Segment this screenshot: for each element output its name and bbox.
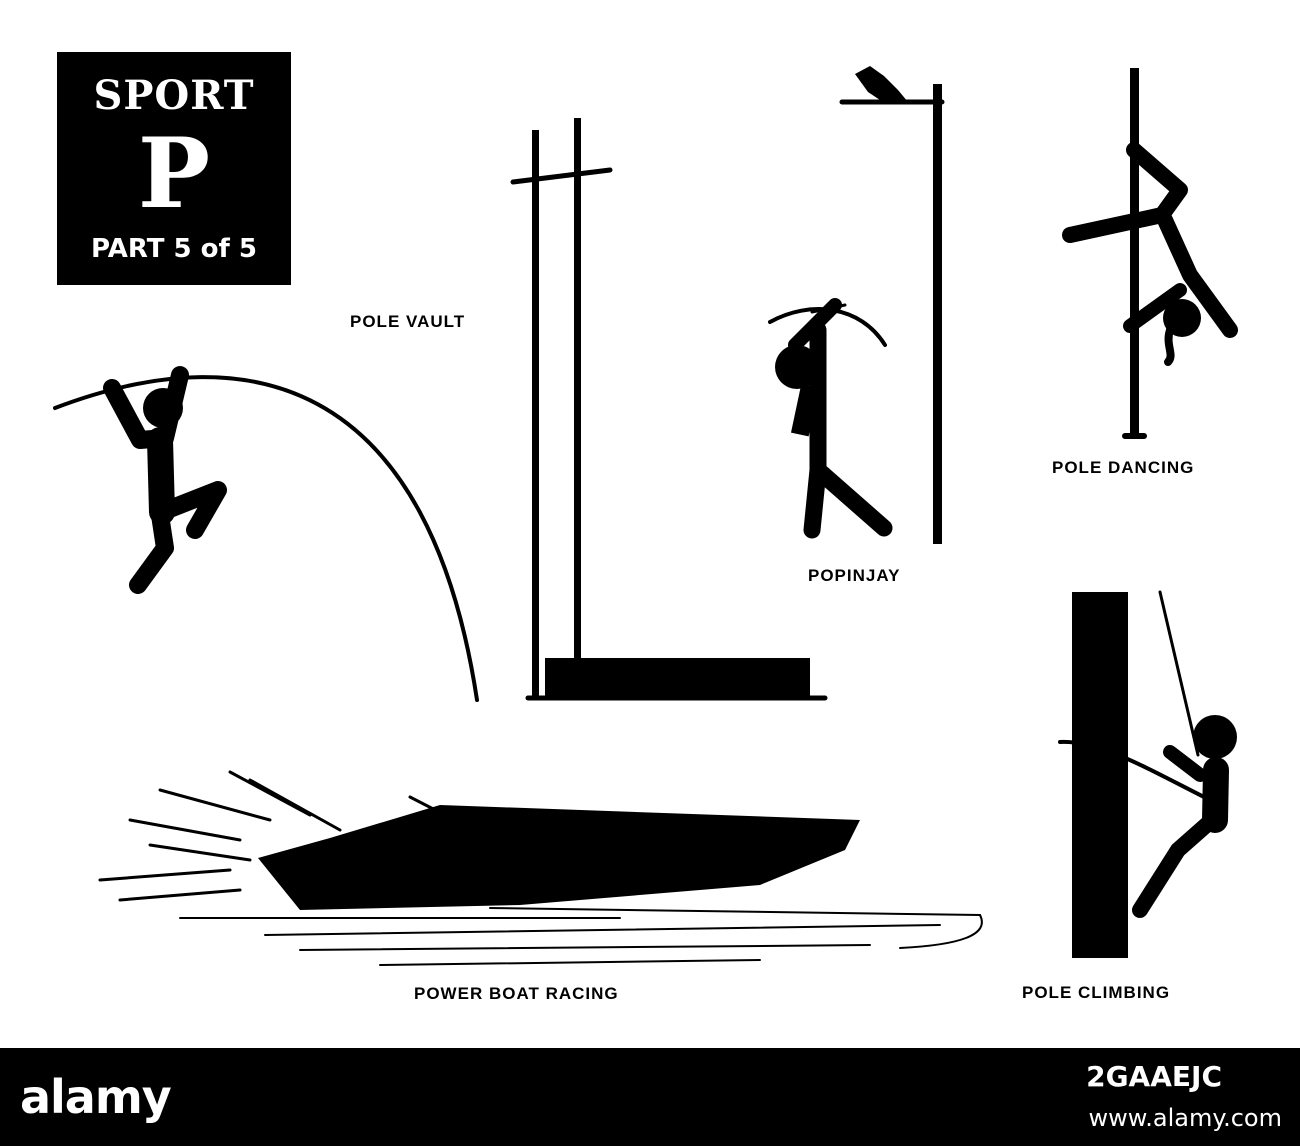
pole-vault-icon	[53, 118, 828, 702]
watermark-logo: alamy	[20, 1070, 172, 1124]
pole-climbing-icon	[1058, 590, 1237, 958]
label-popinjay: POPINJAY	[808, 566, 901, 585]
popinjay-icon	[768, 66, 945, 544]
title-badge: SPORT P PART 5 of 5	[57, 52, 291, 285]
watermark-image-id: 2GAAEJC	[1086, 1060, 1222, 1093]
power-boat-icon	[98, 770, 983, 966]
label-pole-dancing: POLE DANCING	[1052, 458, 1195, 477]
label-pole-climbing: POLE CLIMBING	[1022, 983, 1171, 1002]
label-pole-vault: POLE VAULT	[350, 312, 466, 331]
title-letter: P	[137, 117, 211, 230]
watermark-bar: alamy 2GAAEJC www.alamy.com	[0, 1048, 1300, 1146]
watermark-url[interactable]: www.alamy.com	[1088, 1104, 1282, 1132]
label-power-boat-racing: POWER BOAT RACING	[414, 984, 619, 1003]
pole-dancing-icon	[1062, 68, 1238, 439]
title-part: PART 5 of 5	[91, 234, 257, 264]
title-sport: SPORT	[93, 72, 255, 119]
pictogram-canvas	[53, 66, 1238, 966]
